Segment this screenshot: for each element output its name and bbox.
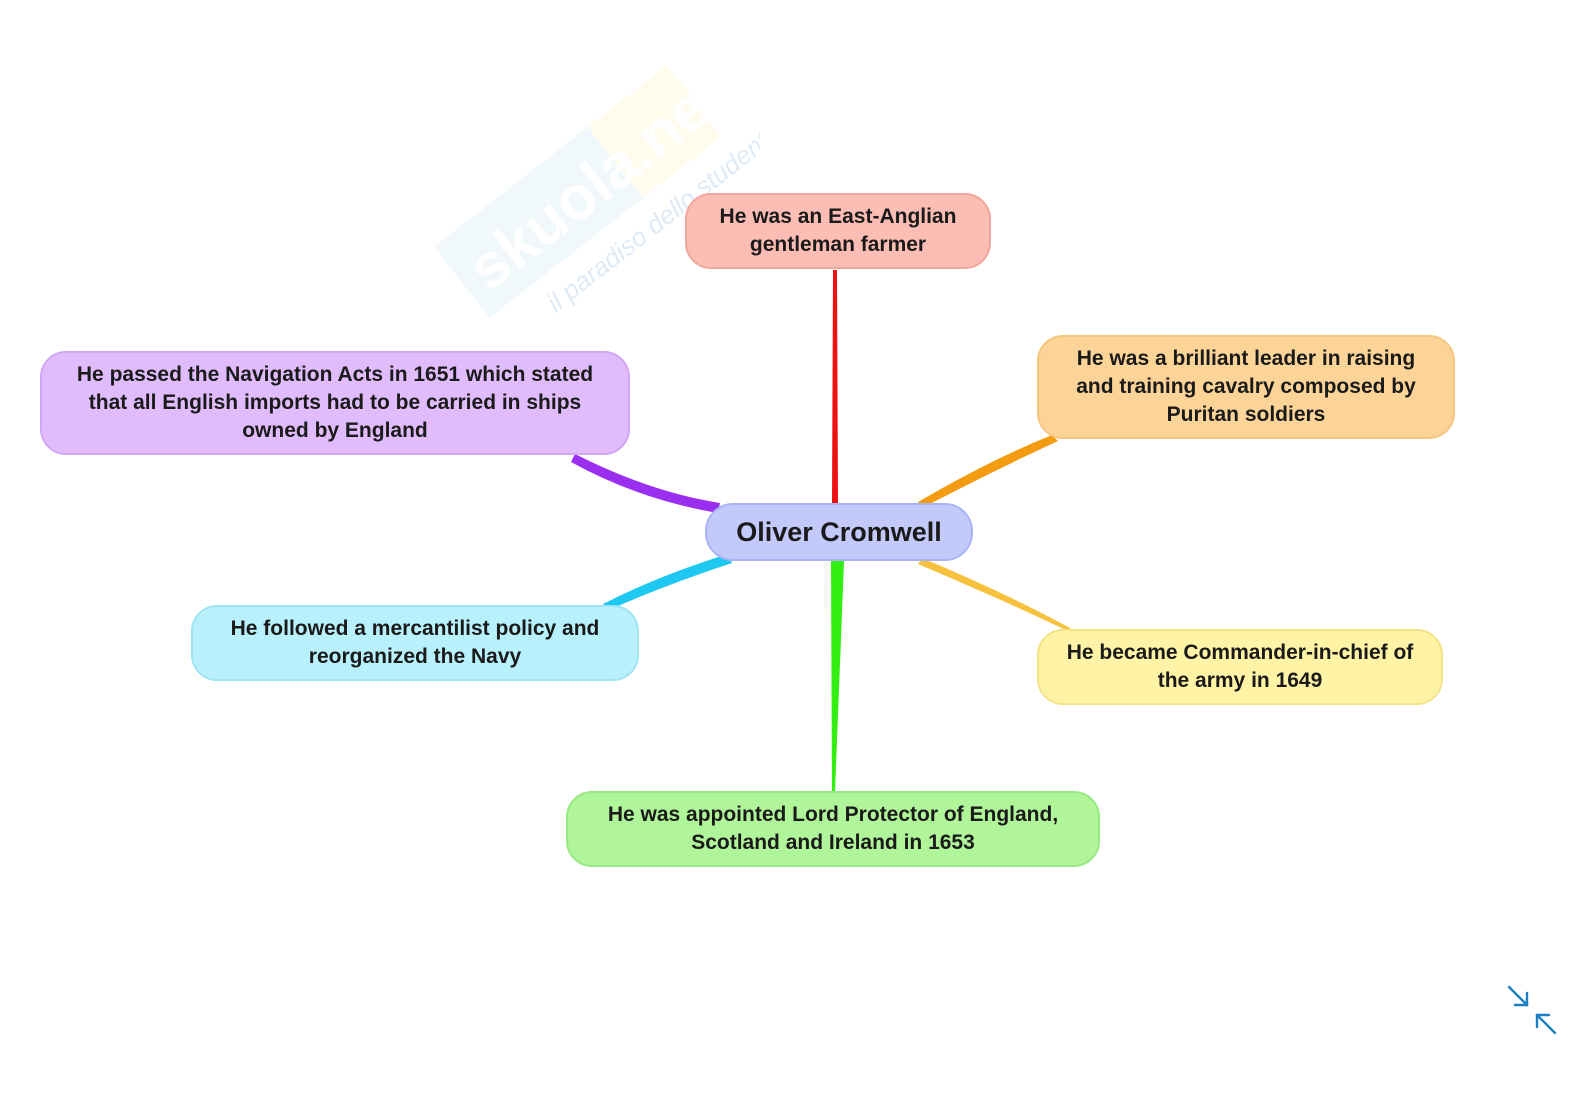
- connector-bottom: [831, 561, 844, 792]
- connector-top: [832, 270, 838, 503]
- branch-node-top-right[interactable]: He was a brilliant leader in raising and…: [1037, 335, 1455, 439]
- branch-node-top-left[interactable]: He passed the Navigation Acts in 1651 wh…: [40, 351, 630, 455]
- branch-node-bottom[interactable]: He was appointed Lord Protector of Engla…: [566, 791, 1100, 867]
- connector-bl: [603, 554, 732, 610]
- connector-br: [918, 558, 1074, 634]
- branch-node-bottom-right[interactable]: He became Commander-in-chief of the army…: [1037, 629, 1443, 705]
- branch-node-top[interactable]: He was an East-Anglian gentleman farmer: [685, 193, 991, 269]
- connector-tl: [571, 454, 720, 513]
- branch-node-bottom-left[interactable]: He followed a mercantilist policy and re…: [191, 605, 639, 681]
- central-topic[interactable]: Oliver Cromwell: [705, 503, 973, 561]
- collapse-arrows-icon[interactable]: [1505, 983, 1559, 1037]
- connector-tr: [918, 435, 1058, 508]
